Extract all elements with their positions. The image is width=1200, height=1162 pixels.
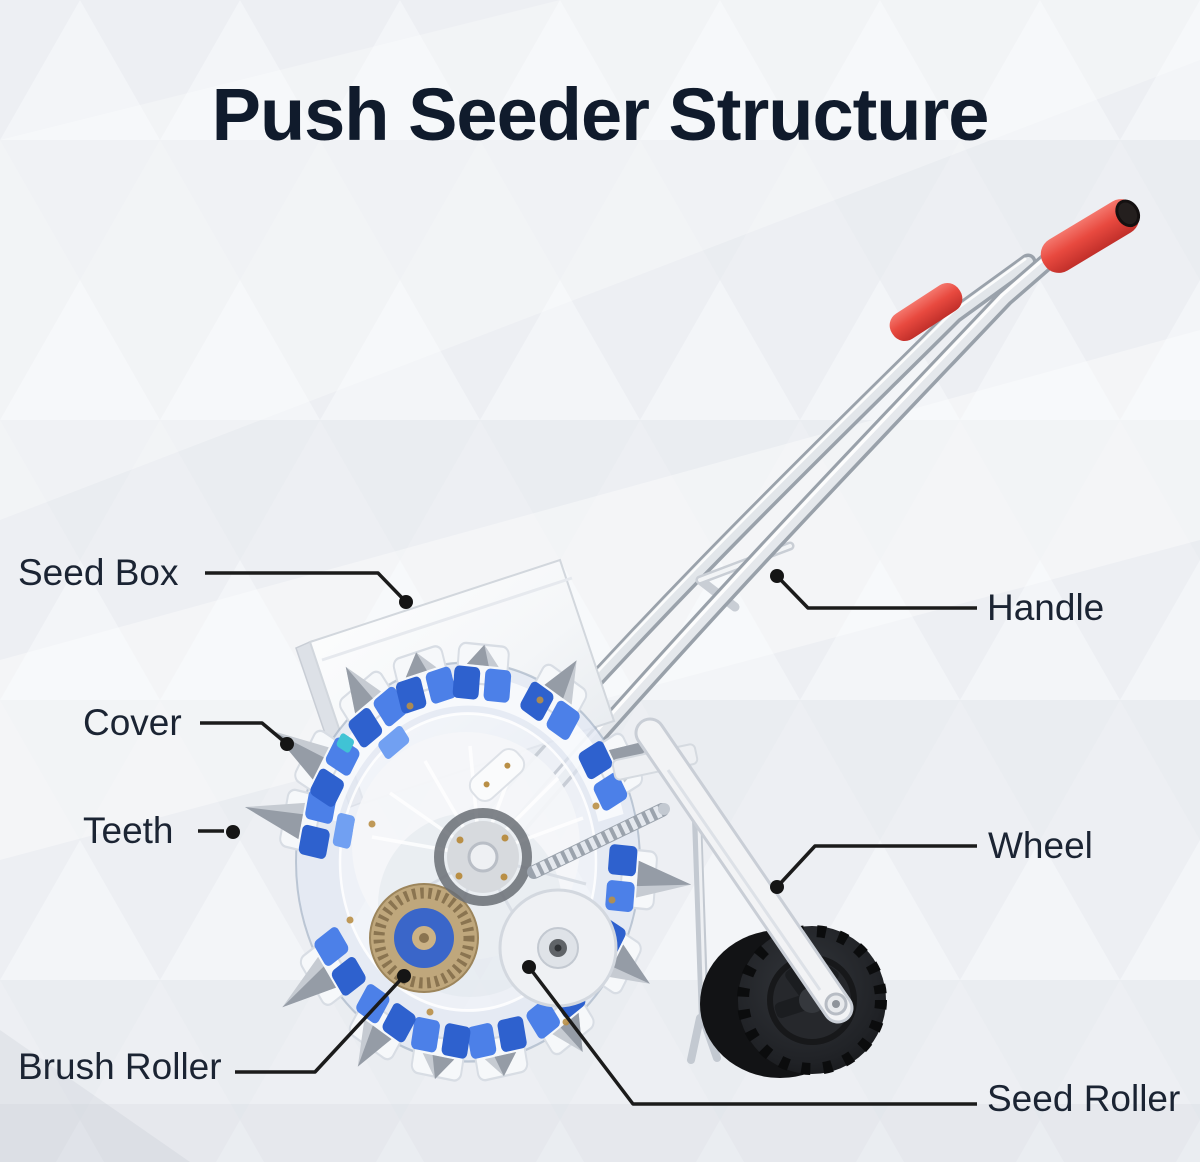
label-cover: Cover <box>83 702 182 743</box>
seeder-wheel-internals <box>346 696 618 1026</box>
wheel-teeth <box>244 641 692 1082</box>
leader-brush-roller <box>235 969 411 1074</box>
spring <box>527 803 670 879</box>
label-brush-roller: Brush Roller <box>18 1046 222 1087</box>
label-handle: Handle <box>987 587 1105 628</box>
leader-teeth <box>198 825 240 839</box>
label-wheel: Wheel <box>988 825 1093 866</box>
leader-handle <box>770 569 977 610</box>
page-title: Push Seeder Structure <box>211 73 990 156</box>
seed-roller-part <box>498 888 618 1008</box>
label-seed-box: Seed Box <box>18 552 179 593</box>
leader-seed-box <box>205 571 413 609</box>
handle-grip-secondary <box>889 283 963 341</box>
wheel-fork <box>634 717 854 1024</box>
label-seed-roller: Seed Roller <box>987 1078 1181 1119</box>
leader-cover <box>200 721 294 751</box>
handle-grip-main <box>1040 199 1141 273</box>
frame-and-rear-wheel <box>527 717 887 1078</box>
wheel-hub <box>434 808 532 906</box>
label-teeth: Teeth <box>83 810 174 851</box>
tube-clamp <box>468 748 526 802</box>
brush-roller-part <box>369 883 479 993</box>
leader-seed-roller <box>522 960 977 1106</box>
leader-wheel <box>770 844 977 894</box>
